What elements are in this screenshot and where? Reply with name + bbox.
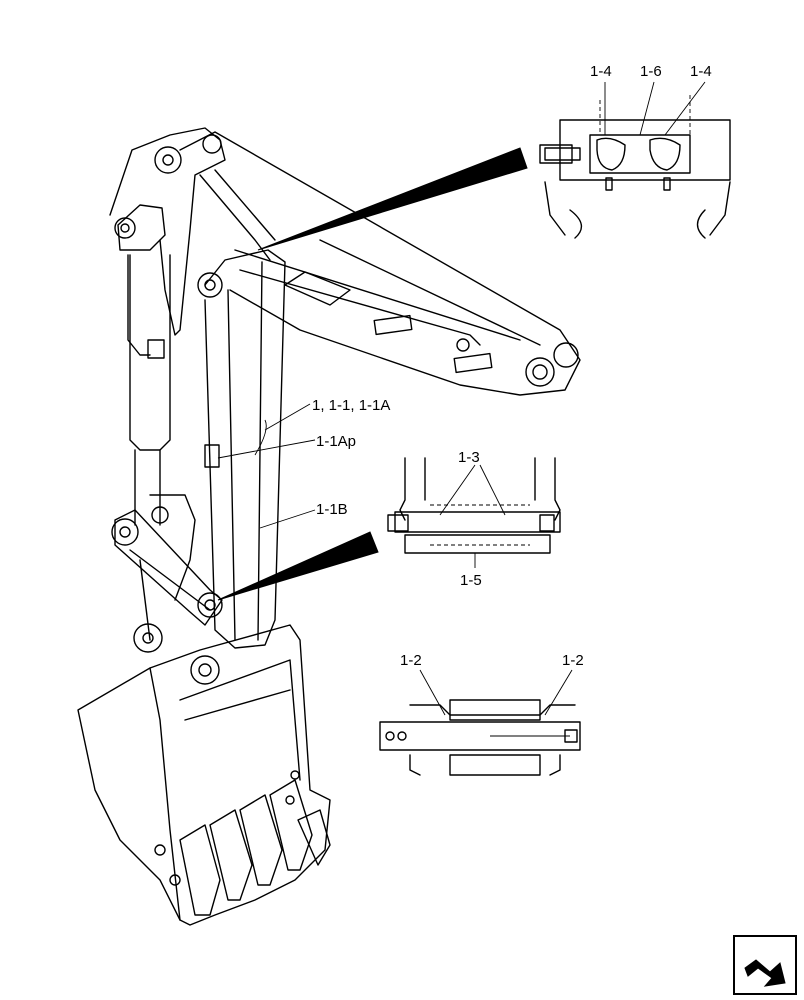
label-1-5: 1-5 [460,572,482,589]
boom-assembly [179,131,581,396]
detail-pointers [217,147,528,601]
label-arm-plate: 1-1Ap [316,433,356,450]
label-1-3: 1-3 [458,449,480,466]
arm-cylinder [114,204,171,526]
detail-pin-1-3-1-5 [387,457,561,568]
label-1-2-right: 1-2 [562,652,584,669]
label-arm: 1, 1-1, 1-1A [312,397,390,414]
label-1-4-right: 1-4 [690,63,712,80]
bucket-linkage [111,494,223,653]
detail-pin-1-2 [379,669,581,776]
dipper-arm [197,249,286,649]
label-1-2-left: 1-2 [400,652,422,669]
label-1-6: 1-6 [640,63,662,80]
label-1-4-left: 1-4 [590,63,612,80]
bucket [77,624,331,926]
leader-lines [217,403,316,529]
detail-pin-1-4-1-6 [539,81,731,239]
label-arm-lower: 1-1B [316,501,348,518]
next-page-arrow-icon[interactable] [733,935,797,995]
upper-bracket [109,127,276,336]
